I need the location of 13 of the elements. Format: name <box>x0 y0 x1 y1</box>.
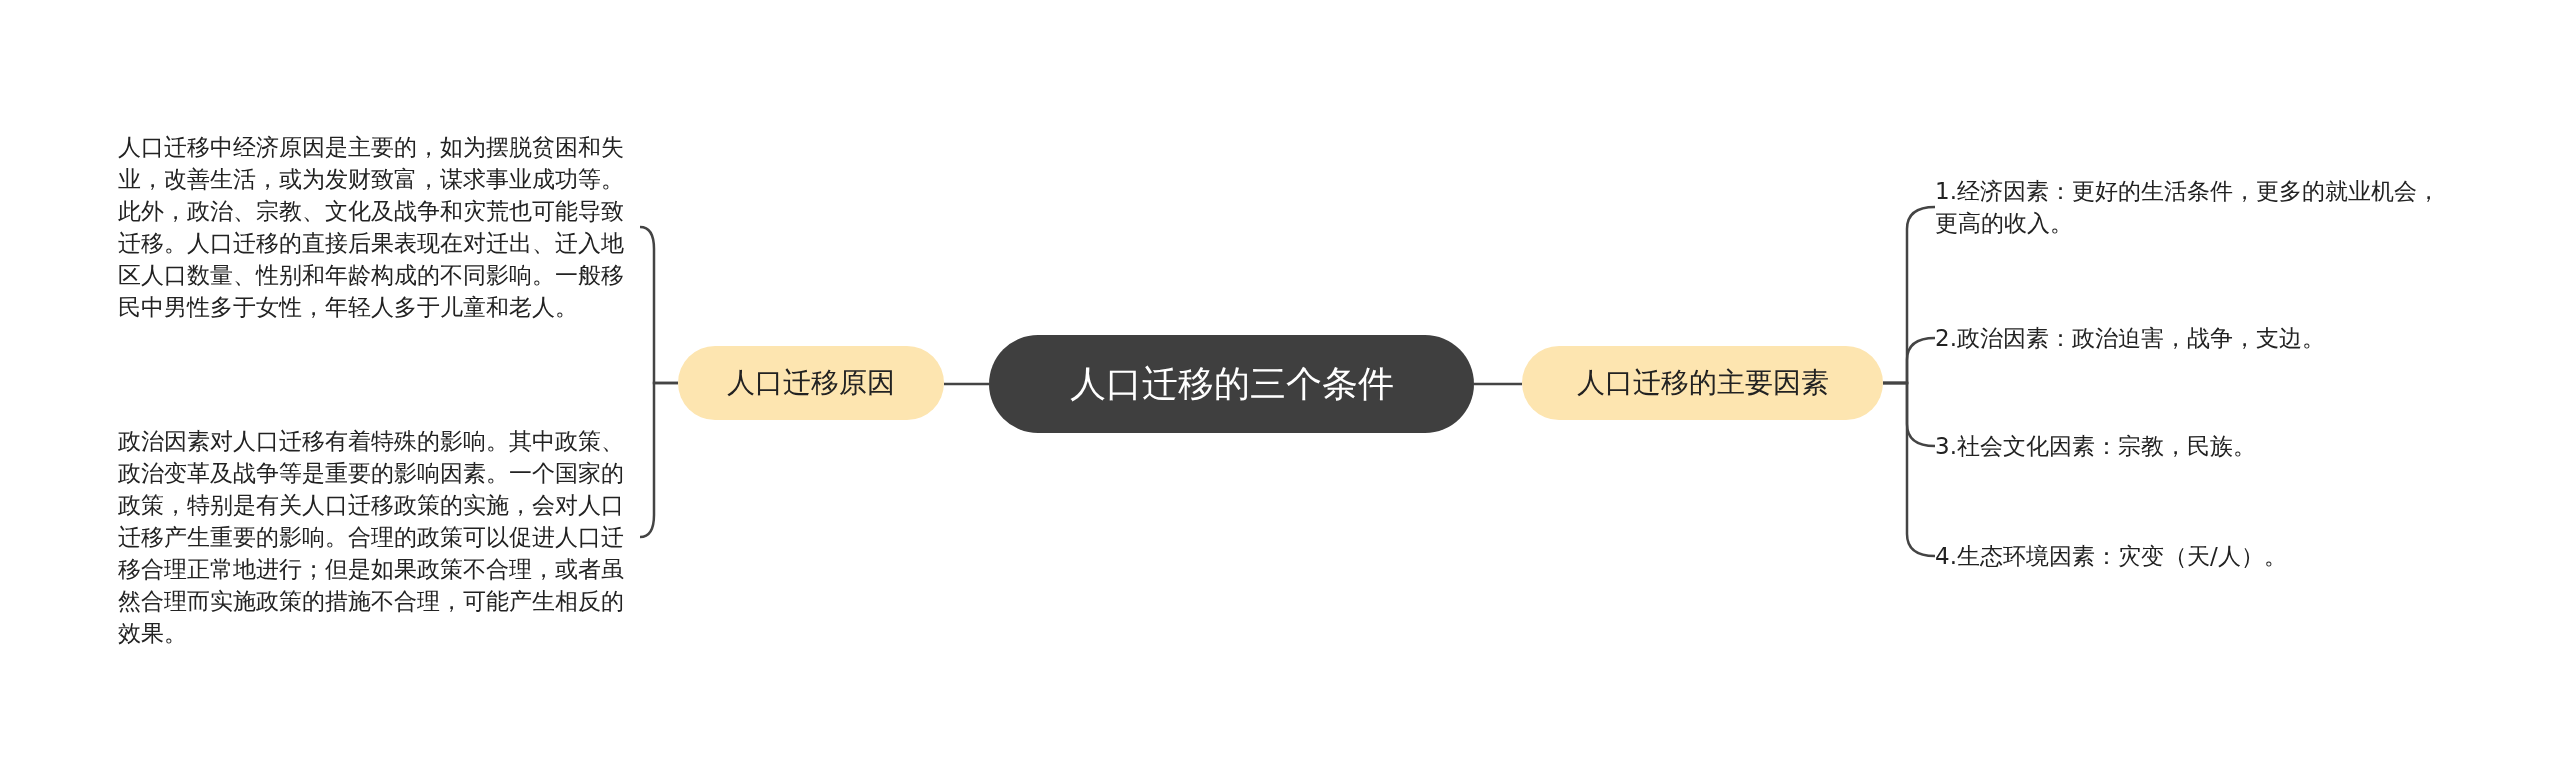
note-text: 政治因素对人口迁移有着特殊的影响。其中政策、政治变革及战争等是重要的影响因素。一个国家的政策，特别是有关人口迁移政策的实施，会对人口迁移产生重要的影响。合理的政策可以促进人口迁移合理正常地进行；但是如果政策不合理，或者虽然合理而实施政策的措施不合理，可能产生相反的效果。 <box>118 427 625 648</box>
note-text: 4.生态环境因素：灾变（天/人）。 <box>1935 542 2287 571</box>
connector-line <box>1883 381 1936 558</box>
topic-label: 人口迁移的主要因素 <box>1576 365 1829 401</box>
note-text: 人口迁移中经济原因是主要的，如为摆脱贫困和失业，改善生活，或为发财致富，谋求事业成功等。此外，政治、宗教、文化及战争和灾荒也可能导致迁移。人口迁移的直接后果表现在对迁出、迁入地区人口数量、性别和年龄构成的不同影响。一般移民中男性多于女性，年轻人多于儿童和老人。 <box>118 133 625 322</box>
note-text: 3.社会文化因素：宗教，民族。 <box>1935 432 2256 461</box>
connector-line <box>639 381 678 539</box>
connector-line <box>944 382 989 386</box>
note-text: 2.政治因素：政治迫害，战争，支边。 <box>1935 324 2325 353</box>
topic-label: 人口迁移原因 <box>727 365 895 401</box>
note-text: 1.经济因素：更好的生活条件，更多的就业机会，更高的收入。 <box>1935 177 2441 238</box>
connector-line <box>1474 382 1522 386</box>
topic-label: 人口迁移的三个条件 <box>1069 361 1394 406</box>
